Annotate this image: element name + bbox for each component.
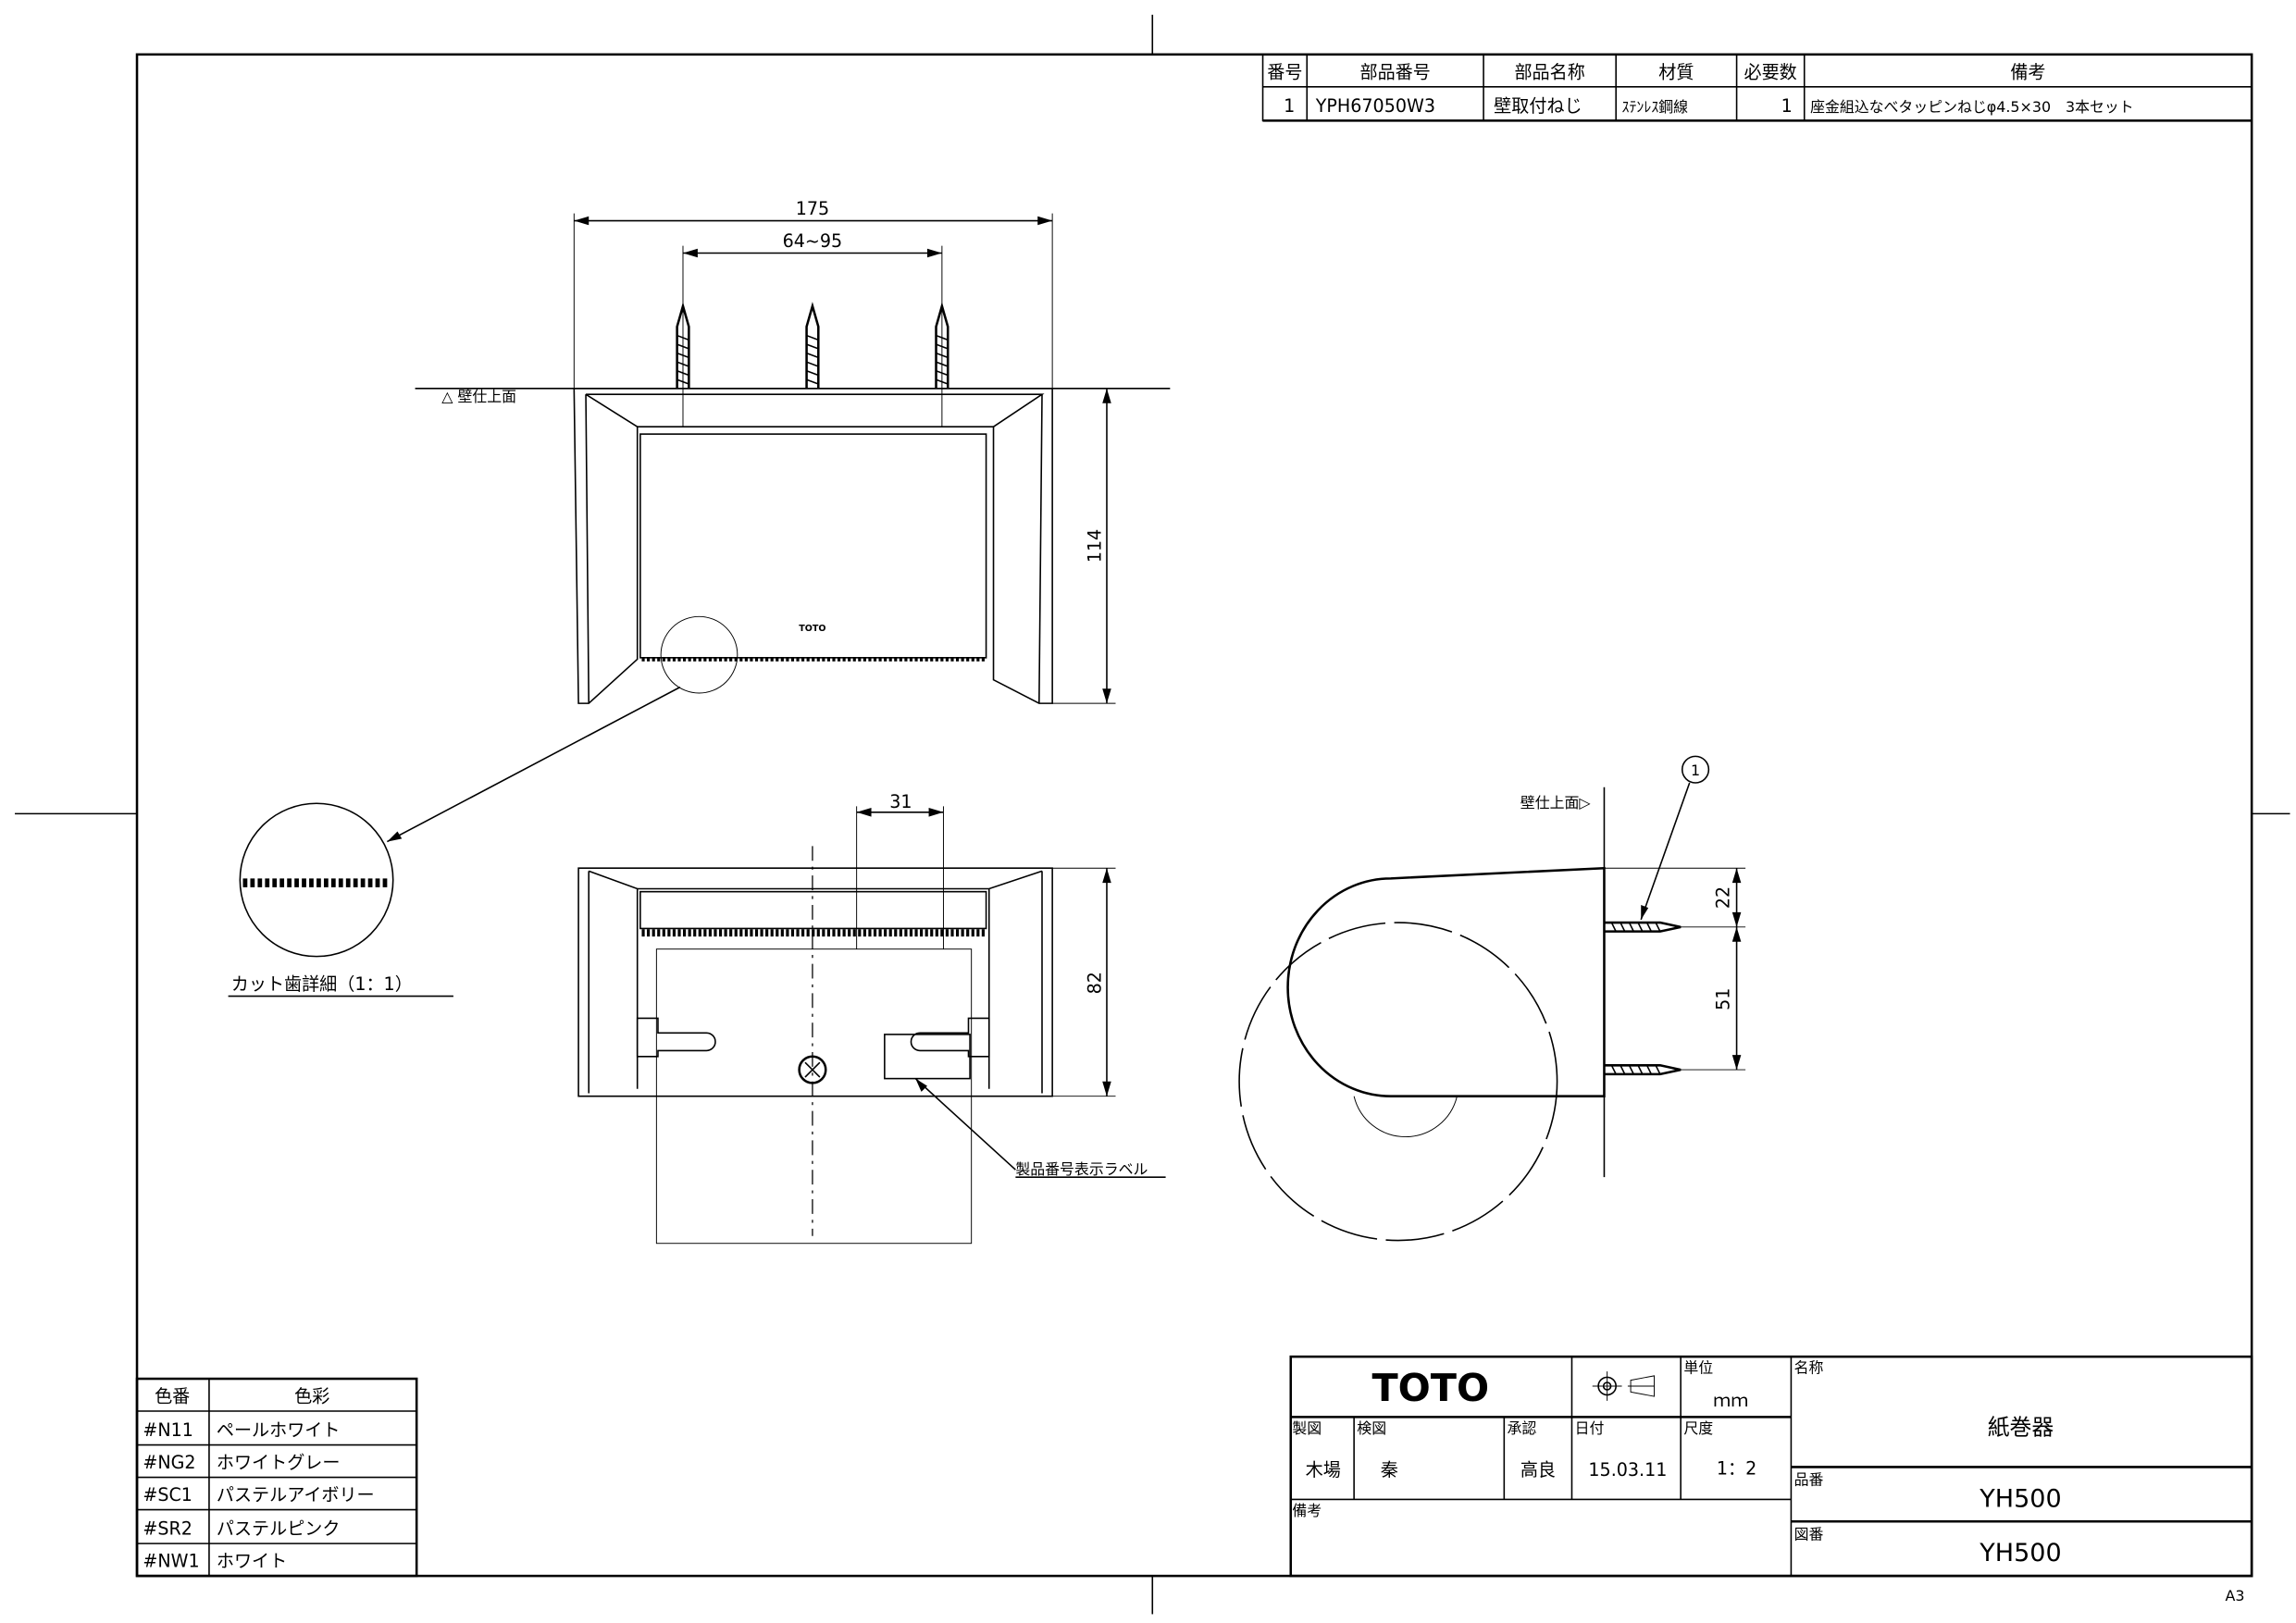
toto-logo: TOTO <box>1371 1366 1489 1410</box>
third-angle-projection-icon <box>1592 1371 1656 1401</box>
color-name: パステルアイボリー <box>217 1485 375 1505</box>
color-header-code: 色番 <box>155 1386 190 1406</box>
unit-label: 単位 <box>1683 1359 1713 1377</box>
color-code: #NG2 <box>143 1453 195 1473</box>
detail-label: カット歯詳細（1：1） <box>231 974 413 995</box>
approved-by: 高良 <box>1520 1460 1556 1481</box>
screw-icon <box>805 302 820 389</box>
checked-by: 秦 <box>1381 1460 1398 1481</box>
scale-label: 尺度 <box>1683 1419 1713 1437</box>
screw-icon <box>676 302 690 389</box>
date-value: 15.03.11 <box>1588 1460 1667 1481</box>
screw-icon <box>935 302 949 389</box>
header-qty: 必要数 <box>1744 62 1797 82</box>
screw-icon <box>1604 921 1682 933</box>
color-name: パステルピンク <box>217 1519 341 1540</box>
sheet-size: A3 <box>2226 1587 2245 1604</box>
screw-cap-icon <box>798 1055 827 1084</box>
dim-51: 51 <box>1714 988 1734 1010</box>
header-remarks: 備考 <box>2010 62 2045 82</box>
drawing-no: YH500 <box>1979 1539 2061 1567</box>
dim-82: 82 <box>1086 972 1106 994</box>
remarks-label: 備考 <box>1292 1502 1322 1519</box>
side-wall-label: 壁仕上面▷ <box>1520 794 1592 812</box>
header-part-name: 部品名称 <box>1514 62 1584 82</box>
cell-part-no: YPH67050W3 <box>1315 96 1435 117</box>
name-label: 名称 <box>1794 1359 1824 1377</box>
bottom-view: 31 製品番号表示ラベル 82 <box>577 792 1166 1245</box>
drawing-no-label: 図番 <box>1794 1525 1824 1542</box>
cell-remarks: 座金組込なべタッピンねじφ4.5×30 3本セット <box>1810 98 2134 116</box>
drawn-by: 木場 <box>1306 1460 1341 1481</box>
color-name: ペールホワイト <box>217 1420 341 1441</box>
product-no-label: 品番 <box>1794 1471 1824 1489</box>
drawing-frame <box>135 53 2253 1578</box>
color-name: ホワイトグレー <box>217 1453 341 1473</box>
checked-label: 検図 <box>1357 1419 1386 1437</box>
screw-icon <box>1604 1064 1682 1076</box>
wall-surface-label: △ 壁仕上面 <box>441 388 516 405</box>
color-header-name: 色彩 <box>294 1386 329 1406</box>
color-code: #N11 <box>143 1420 193 1441</box>
dim-22: 22 <box>1714 886 1734 909</box>
drawn-label: 製図 <box>1292 1419 1322 1437</box>
dim-height: 114 <box>1086 529 1106 563</box>
header-material: 材質 <box>1658 62 1694 82</box>
center-marks <box>15 14 2290 1615</box>
product-no: YH500 <box>1979 1484 2061 1513</box>
header-part-no: 部品番号 <box>1359 62 1430 82</box>
color-name: ホワイト <box>217 1552 287 1572</box>
dim-screw-pitch: 64~95 <box>783 231 843 252</box>
product-name: 紙巻器 <box>1988 1414 2054 1440</box>
product-label-callout: 製品番号表示ラベル <box>1015 1160 1148 1178</box>
scale-value: 1：2 <box>1717 1458 1756 1479</box>
color-code: #SC1 <box>143 1485 192 1505</box>
dim-width: 175 <box>796 199 829 219</box>
cell-material: ｽﾃﾝﾚｽ鋼線 <box>1622 98 1689 116</box>
title-block: TOTO 単位 ｍｍ 製図 木場 検図 秦 承認 高良 日付 15.03.11 … <box>1289 1355 2253 1578</box>
side-view: 壁仕上面▷ 1 22 51 <box>1238 755 1746 1242</box>
cell-qty: 1 <box>1781 96 1793 117</box>
color-code: #SR2 <box>143 1519 192 1540</box>
cut-teeth-detail: カット歯詳細（1：1） <box>228 686 681 997</box>
parts-table: 番号 部品番号 部品名称 材質 必要数 備考 1 YPH67050W3 壁取付ね… <box>1261 54 2253 122</box>
part-ref-balloon <box>1681 755 1710 784</box>
unit-value: ｍｍ <box>1713 1391 1748 1411</box>
front-view: △ 壁仕上面 175 64~95 TOTO 114 <box>415 199 1171 704</box>
dim-31: 31 <box>889 792 912 812</box>
header-no: 番号 <box>1267 62 1302 82</box>
color-table: 色番 色彩 #N11 ペールホワイト #NG2 ホワイトグレー #SC1 パステ… <box>135 1377 418 1578</box>
cell-no: 1 <box>1284 96 1295 117</box>
approved-label: 承認 <box>1508 1419 1537 1437</box>
color-code: #NW1 <box>143 1552 199 1572</box>
part-ref-number: 1 <box>1691 762 1700 779</box>
date-label: 日付 <box>1575 1419 1605 1437</box>
cell-part-name: 壁取付ねじ <box>1494 96 1582 117</box>
brand-mark: TOTO <box>799 624 825 634</box>
